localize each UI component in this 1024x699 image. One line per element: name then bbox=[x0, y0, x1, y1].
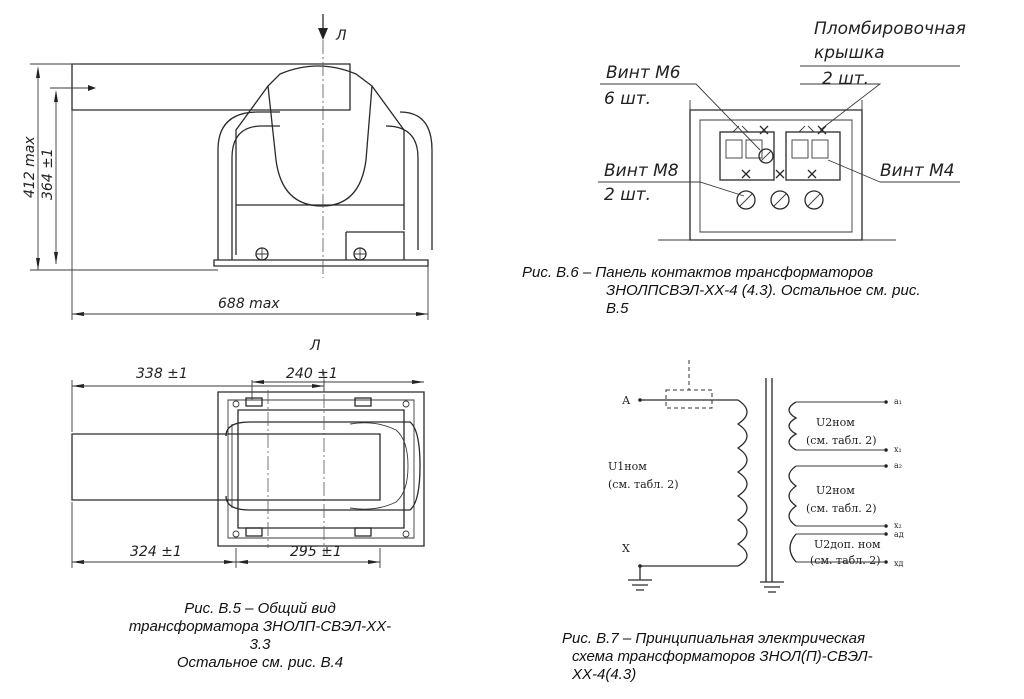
side-view: Л 412 max 364 ±1 688 max bbox=[22, 14, 433, 320]
dim-height-max: 412 max bbox=[22, 136, 38, 198]
dim-top-left: 338 ±1 bbox=[136, 366, 188, 382]
terminal-x: Х bbox=[622, 542, 630, 555]
dim-top-right: 240 ±1 bbox=[286, 366, 338, 382]
dim-length: 688 max bbox=[218, 296, 280, 312]
label-m8-qty: 2 шт. bbox=[604, 185, 651, 205]
u2-1-label: U2ном bbox=[816, 416, 855, 429]
term-a2: а₂ bbox=[894, 461, 902, 470]
dim-bottom-left: 324 ±1 bbox=[130, 544, 182, 560]
view-mark-top: Л bbox=[335, 28, 347, 44]
term-ad: ад bbox=[894, 530, 904, 539]
term-x2: х₂ bbox=[894, 521, 902, 530]
label-seal-2: крышка bbox=[814, 43, 885, 63]
contact-panel: Винт М6 6 шт. Пломбировочная крышка 2 шт… bbox=[598, 19, 966, 241]
u2-dop-ref: (см. табл. 2) bbox=[810, 554, 881, 567]
caption-fig5: Рис. В.5 – Общий вид трансформатора ЗНОЛ… bbox=[128, 600, 392, 671]
dim-bottom-right: 295 ±1 bbox=[290, 544, 342, 560]
dim-height: 364 ±1 bbox=[40, 148, 56, 200]
label-seal-1: Пломбировочная bbox=[814, 19, 966, 39]
label-seal-qty: 2 шт. bbox=[822, 69, 869, 89]
label-m6-qty: 6 шт. bbox=[604, 89, 651, 109]
u2-2-label: U2ном bbox=[816, 484, 855, 497]
terminal-a: А bbox=[622, 394, 631, 407]
term-a1: а₁ bbox=[894, 397, 902, 406]
caption-fig7: Рис. В.7 – Принципиальная электрическая … bbox=[562, 630, 873, 683]
view-mark-bottom: Л bbox=[309, 338, 321, 354]
term-x1: х₁ bbox=[894, 445, 902, 454]
label-m4: Винт М4 bbox=[880, 161, 955, 181]
u2-2-ref: (см. табл. 2) bbox=[806, 502, 877, 515]
u1-label: U1ном bbox=[608, 460, 647, 473]
u2-dop-label: U2доп. ном bbox=[814, 538, 881, 551]
term-xd: хд bbox=[894, 559, 904, 568]
top-view: Л 338 ±1 240 ±1 324 ±1 bbox=[71, 338, 425, 568]
schematic: А Х U1ном (см. табл. 2) а₁ х₁ U2ном (см.… bbox=[608, 360, 904, 593]
label-m8: Винт М8 bbox=[604, 161, 679, 181]
u2-1-ref: (см. табл. 2) bbox=[806, 434, 877, 447]
caption-fig6: Рис. В.6 – Панель контактов трансформато… bbox=[522, 264, 921, 317]
u1-ref: (см. табл. 2) bbox=[608, 478, 679, 491]
label-m6: Винт М6 bbox=[606, 63, 681, 83]
